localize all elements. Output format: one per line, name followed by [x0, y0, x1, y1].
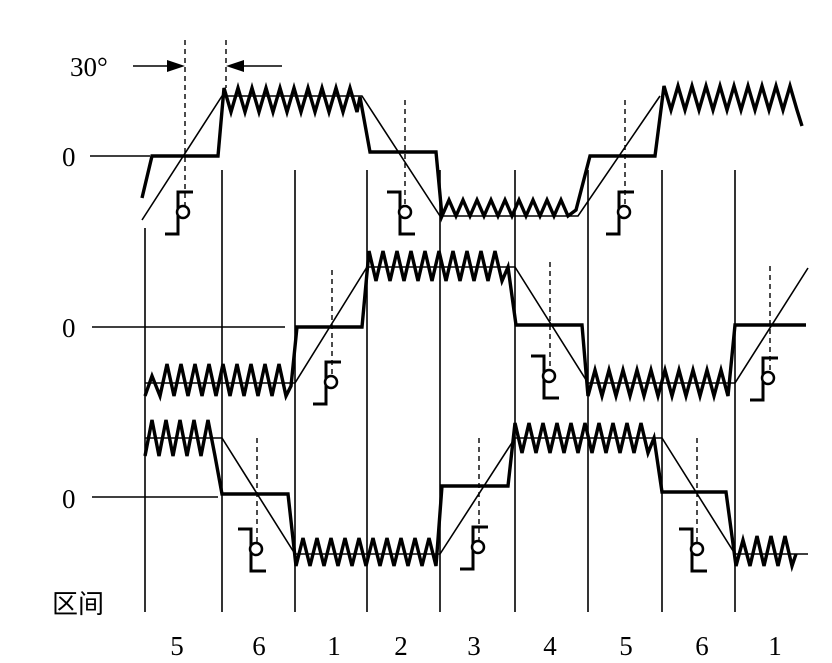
comparator-icon	[606, 190, 634, 236]
zero-reference-lines	[90, 155, 285, 498]
interval-number: 2	[394, 631, 408, 661]
interval-number: 3	[467, 631, 481, 661]
interval-number: 5	[619, 631, 633, 661]
comparator-symbols	[165, 190, 778, 573]
interval-number: 4	[543, 631, 557, 661]
crossing-markers	[256, 100, 771, 550]
zero-label-2: 0	[62, 313, 76, 343]
comparator-icon	[387, 190, 415, 236]
zero-label-1: 0	[62, 142, 76, 172]
interval-number: 6	[252, 631, 266, 661]
angle-label: 30°	[70, 52, 108, 82]
ideal-waveforms	[141, 95, 809, 555]
interval-number: 1	[768, 631, 782, 661]
comparator-icon	[238, 527, 266, 573]
pwm-waveforms	[140, 79, 806, 573]
comparator-icon	[531, 354, 559, 400]
comparator-icon	[460, 525, 488, 571]
interval-number: 1	[327, 631, 341, 661]
interval-label: 区间	[52, 590, 104, 620]
interval-number: 6	[695, 631, 709, 661]
comparator-icon	[313, 360, 341, 406]
interval-numbers: 5 6 1 2 3 4 5 6 1	[170, 631, 782, 661]
interval-boundaries	[144, 170, 736, 612]
comparator-icon	[165, 190, 193, 236]
interval-number: 5	[170, 631, 184, 661]
comparator-icon	[750, 356, 778, 402]
comparator-icon	[679, 527, 707, 573]
angle-dimension	[133, 40, 282, 210]
zero-label-3: 0	[62, 484, 76, 514]
